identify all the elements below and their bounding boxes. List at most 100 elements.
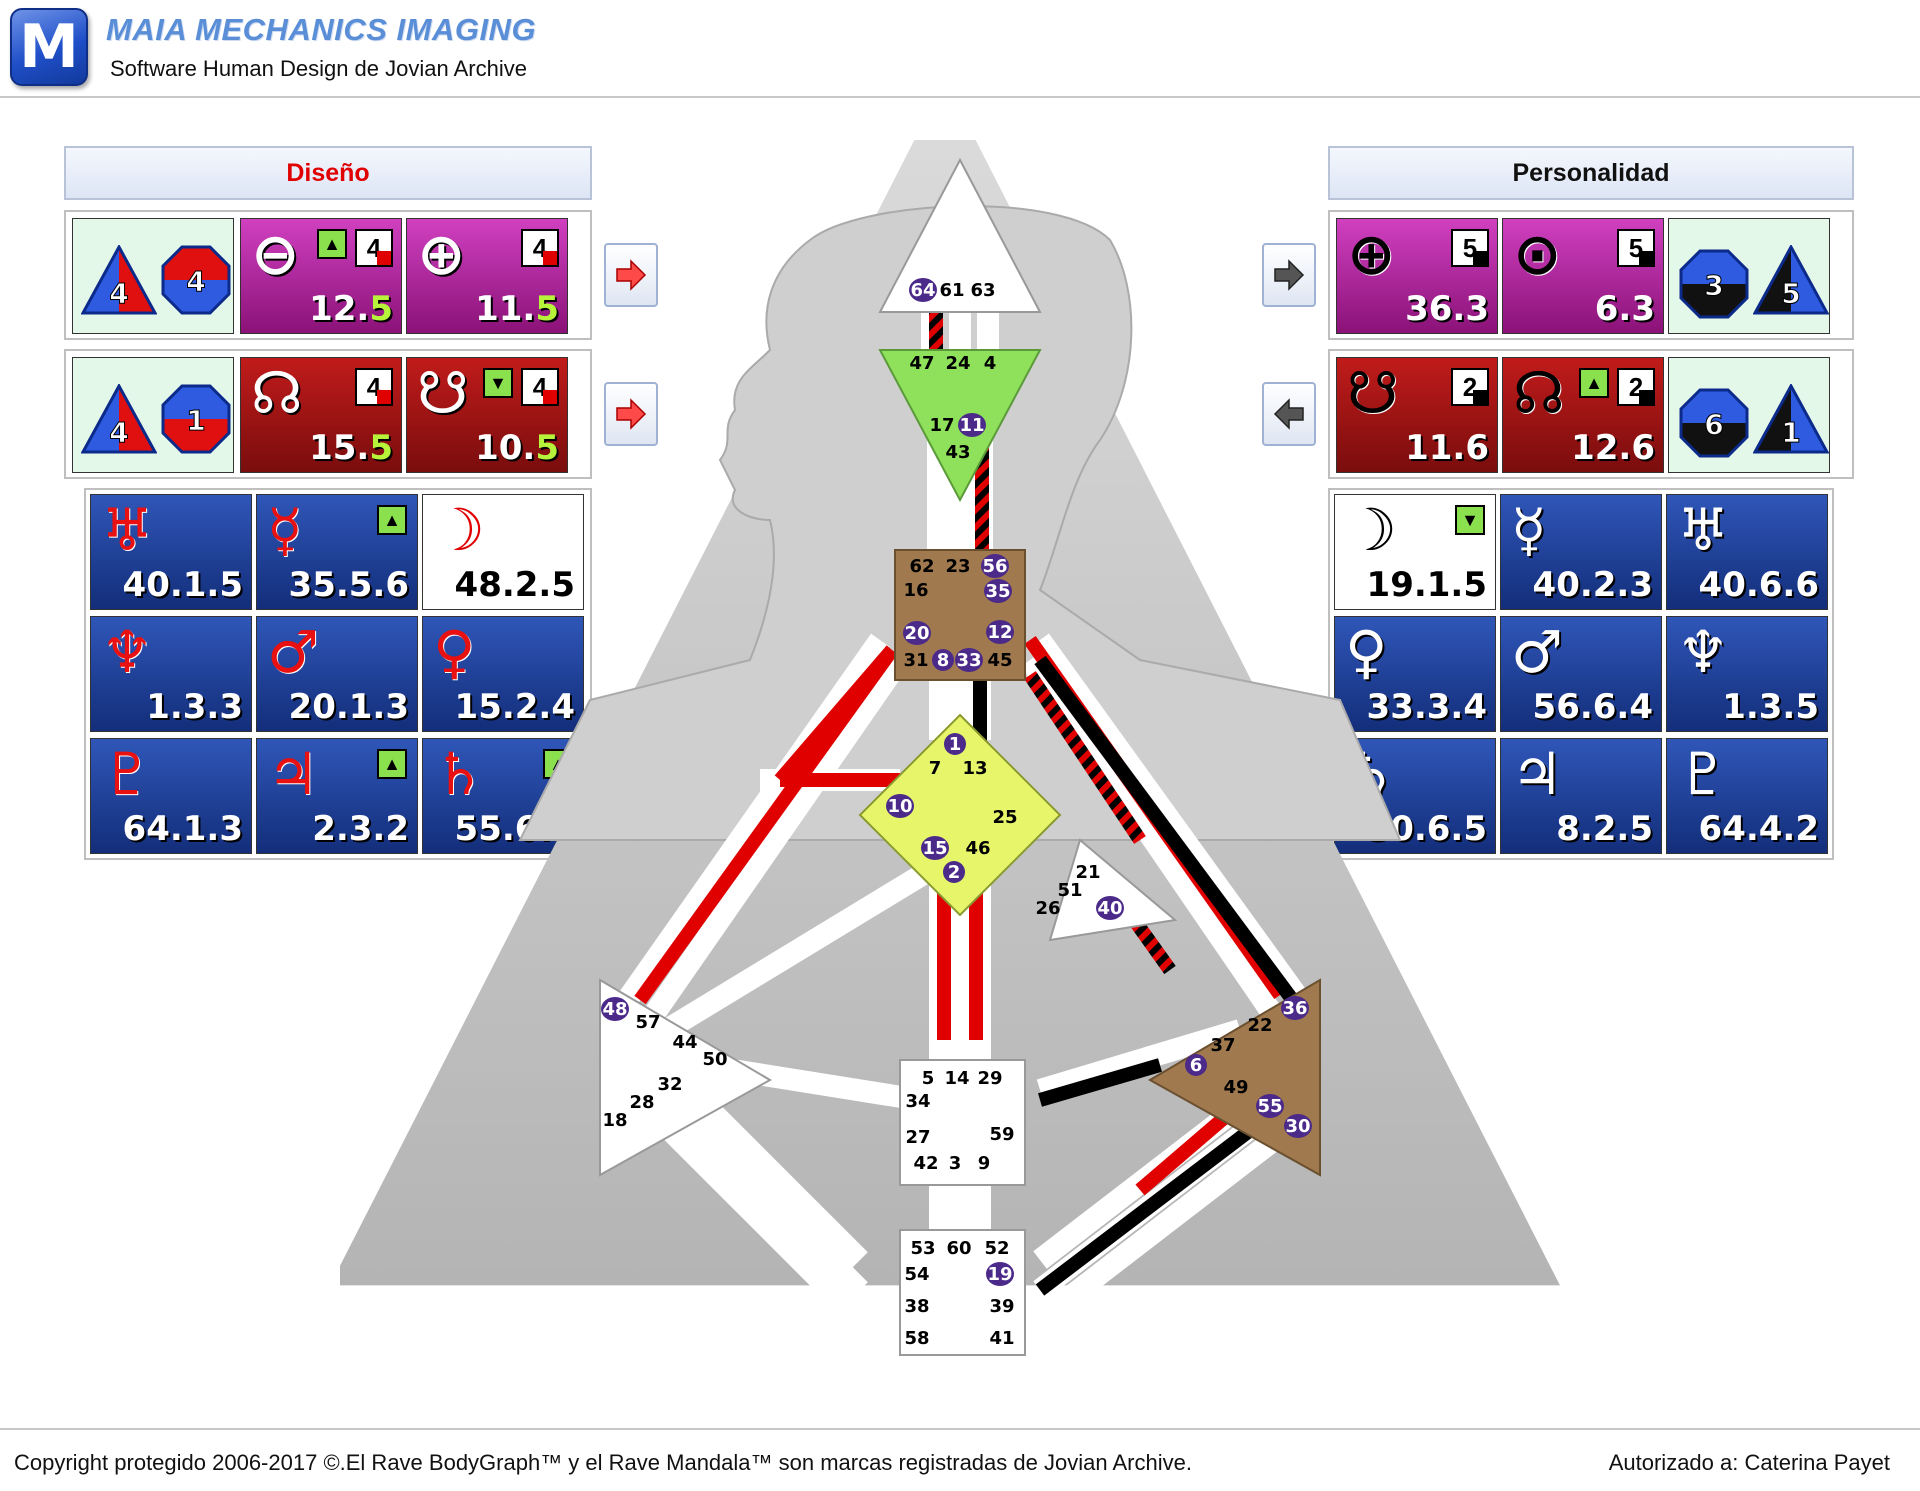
personality-planet-tile[interactable]: ♃8.2.5	[1500, 738, 1662, 854]
svg-text:7: 7	[929, 758, 942, 779]
svg-text:12: 12	[987, 622, 1012, 643]
design-row1-arrow-button[interactable]	[604, 243, 658, 307]
svg-text:64: 64	[910, 280, 935, 301]
design-south-node-tile[interactable]: ☋ ▼ 4 10.5	[406, 357, 568, 473]
g-center[interactable]	[858, 713, 1062, 917]
personality-row1-arrow-button[interactable]	[1262, 243, 1316, 307]
personality-variable-tile-2[interactable]: 6 1	[1668, 357, 1830, 473]
personality-column-header: Personalidad	[1328, 146, 1854, 200]
svg-text:4: 4	[186, 265, 205, 298]
svg-text:14: 14	[944, 1068, 969, 1089]
svg-text:11: 11	[959, 415, 984, 436]
svg-text:13: 13	[962, 758, 987, 779]
gate-line-value: 1.3.3	[146, 687, 243, 727]
planet-icon: ♇	[101, 740, 153, 808]
gate-line-value: 35.5.6	[288, 565, 409, 605]
design-north-node-tile[interactable]: ☊ 4 15.5	[240, 357, 402, 473]
fixing-arrow-icon: ▼	[1455, 505, 1485, 535]
line-box: 4	[521, 368, 559, 406]
north-node-icon: ☊	[251, 359, 303, 427]
personality-planet-tile[interactable]: ♇64.4.2	[1666, 738, 1828, 854]
svg-text:45: 45	[987, 650, 1012, 671]
fixing-arrow-icon: ▲	[377, 505, 407, 535]
gate-line-value: 10.5	[475, 428, 559, 468]
south-node-icon: ☋	[417, 359, 469, 427]
planet-icon: ♂	[267, 618, 319, 686]
gate-line-value: 12.5	[309, 289, 393, 329]
svg-text:42: 42	[913, 1153, 938, 1174]
svg-text:31: 31	[903, 650, 928, 671]
exalted-arrow-icon: ▲	[317, 229, 347, 259]
svg-text:29: 29	[977, 1068, 1002, 1089]
design-planet-tile[interactable]: ☿▲35.5.6	[256, 494, 418, 610]
personality-earth-tile[interactable]: ⊕ 5 36.3	[1336, 218, 1498, 334]
svg-text:19: 19	[987, 1264, 1012, 1285]
personality-planet-tile[interactable]: ☿40.2.3	[1500, 494, 1662, 610]
personality-sun-tile[interactable]: ⊙ 5 6.3	[1502, 218, 1664, 334]
svg-text:25: 25	[992, 807, 1017, 828]
gate-line-value: 40.2.3	[1532, 565, 1653, 605]
personality-planet-tile[interactable]: ♂56.6.4	[1500, 616, 1662, 732]
planet-icon: ☽	[433, 496, 485, 564]
design-planet-tile[interactable]: ♇64.1.3	[90, 738, 252, 854]
personality-variable-tile-1[interactable]: 3 5	[1668, 218, 1830, 334]
design-color-triangle-icon: 4	[81, 245, 157, 315]
gate-line-value: 1.3.5	[1722, 687, 1819, 727]
svg-text:32: 32	[657, 1074, 682, 1095]
personality-planet-tile[interactable]: ☽▼19.1.5	[1334, 494, 1496, 610]
personality-row-sun-earth: ⊕ 5 36.3 ⊙ 5 6.3 3 5	[1328, 210, 1854, 340]
svg-text:27: 27	[905, 1127, 930, 1148]
svg-text:46: 46	[965, 838, 990, 859]
planet-icon: ♂	[1511, 618, 1563, 686]
design-variable-tile-2[interactable]: 4 1	[72, 357, 234, 473]
solar-plexus-center[interactable]	[1147, 978, 1321, 1177]
design-planet-tile[interactable]: ♀15.2.4	[422, 616, 584, 732]
personality-planet-tile[interactable]: ♀33.3.4	[1334, 616, 1496, 732]
personality-north-node-tile[interactable]: ☊ ▲ 2 12.6	[1502, 357, 1664, 473]
design-earth-tile[interactable]: ⊕ 4 11.5	[406, 218, 568, 334]
ego-center[interactable]	[1048, 838, 1178, 942]
personality-planet-tile[interactable]: ♆1.3.5	[1666, 616, 1828, 732]
svg-text:40: 40	[1097, 898, 1122, 919]
app-logo: M	[10, 8, 88, 86]
head-center[interactable]	[878, 157, 1042, 313]
design-sun-tile[interactable]: ⊖ ▲ 4 12.5	[240, 218, 402, 334]
gate-line-value: 33.3.4	[1366, 687, 1487, 727]
gate-line-value: 8.2.5	[1556, 809, 1653, 849]
svg-text:4: 4	[984, 353, 997, 374]
spleen-center[interactable]	[599, 978, 773, 1177]
svg-text:43: 43	[945, 442, 970, 463]
south-node-icon: ☋	[1347, 359, 1399, 427]
svg-text:15: 15	[922, 838, 947, 859]
svg-text:4: 4	[109, 277, 128, 310]
north-node-icon: ☊	[1513, 359, 1565, 427]
svg-text:58: 58	[904, 1328, 929, 1349]
design-variable-tile-1[interactable]: 4 4	[72, 218, 234, 334]
design-planet-tile[interactable]: ♆1.3.3	[90, 616, 252, 732]
svg-text:61: 61	[939, 280, 964, 301]
personality-row2-arrow-button[interactable]	[1262, 382, 1316, 446]
personality-south-node-tile[interactable]: ☋ 2 11.6	[1336, 357, 1498, 473]
gate-line-value: 64.1.3	[122, 809, 243, 849]
gate-line-value: 56.6.4	[1532, 687, 1653, 727]
svg-text:22: 22	[1247, 1015, 1272, 1036]
personality-planet-tile[interactable]: ♅40.6.6	[1666, 494, 1828, 610]
personality-tone-octagon-icon: 6	[1679, 388, 1749, 458]
svg-text:57: 57	[635, 1012, 660, 1033]
root-center[interactable]	[899, 1229, 1026, 1356]
line-box: 5	[1451, 229, 1489, 267]
planet-icon: ♄	[433, 740, 485, 808]
design-planet-tile[interactable]: ♃▲2.3.2	[256, 738, 418, 854]
design-planet-tile[interactable]: ☽48.2.5	[422, 494, 584, 610]
design-row2-arrow-button[interactable]	[604, 382, 658, 446]
personality-planets-grid: ☽▼19.1.5☿40.2.3♅40.6.6♀33.3.4♂56.6.4♆1.3…	[1328, 488, 1834, 860]
design-planet-tile[interactable]: ♂20.1.3	[256, 616, 418, 732]
svg-text:20: 20	[904, 623, 929, 644]
planet-icon: ☿	[1511, 496, 1547, 564]
design-planet-tile[interactable]: ♅40.1.5	[90, 494, 252, 610]
planet-icon: ♅	[101, 496, 153, 564]
gate-line-value: 36.3	[1405, 289, 1489, 329]
svg-text:52: 52	[984, 1238, 1009, 1259]
gate-labels: 64 61 63 47 24 4 17 11 43 62 23 56 16 35…	[601, 278, 1312, 1349]
sacral-center[interactable]	[899, 1059, 1026, 1186]
